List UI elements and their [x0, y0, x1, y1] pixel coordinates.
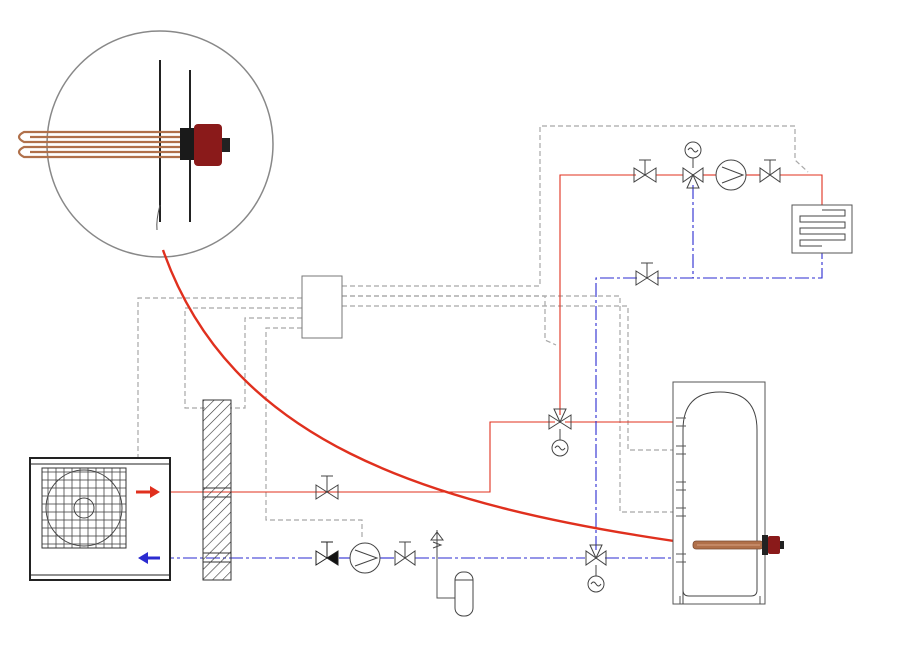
vessel-icon — [454, 571, 474, 617]
fan-grid-icon — [41, 467, 127, 549]
bowtie-valve-icon — [394, 541, 416, 566]
flow-pipes — [170, 174, 823, 493]
immersion-heater — [692, 535, 784, 555]
hot-water-cylinder — [672, 381, 766, 605]
three-way-valve-icon — [585, 544, 607, 593]
check-valve-icon — [315, 541, 339, 566]
control-box — [301, 275, 343, 339]
bowtie-valve-icon — [759, 159, 781, 183]
pump-icon — [349, 542, 381, 574]
control-wiring — [137, 125, 809, 540]
return-pipes — [160, 185, 823, 559]
flow-out-arrow-icon — [150, 486, 160, 498]
three-way-valve-icon — [682, 141, 704, 189]
bowtie-valve-icon — [633, 159, 657, 183]
callout-arrow — [161, 249, 690, 547]
building-wall — [202, 399, 232, 581]
heater-zoom-callout — [17, 30, 274, 258]
heating-element-icon — [17, 130, 185, 159]
return-in-arrow-icon — [138, 552, 148, 564]
heat-pump-outdoor-unit — [29, 457, 171, 581]
pump-icon — [715, 159, 747, 191]
relief-valve-icon — [430, 530, 444, 558]
bowtie-valve-icon — [315, 475, 339, 500]
coil-icon — [799, 209, 846, 247]
expansion-vessel-branch — [436, 558, 455, 599]
underfloor-heating-circuit — [791, 204, 853, 254]
three-way-valve-icon — [548, 408, 572, 457]
bowtie-valve-icon — [635, 262, 659, 286]
